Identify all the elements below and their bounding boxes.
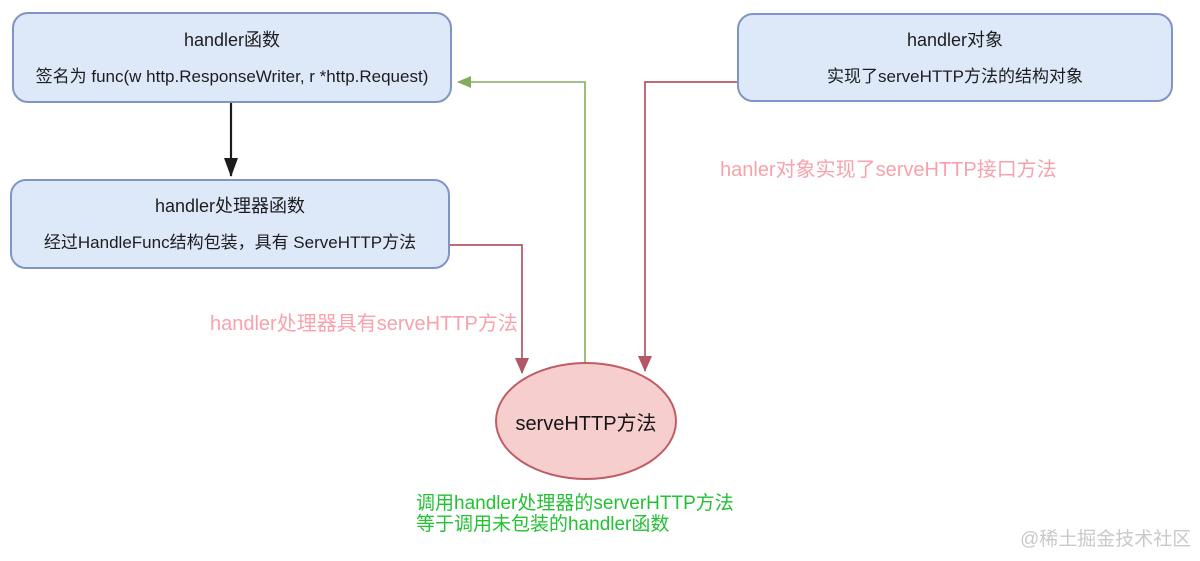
node-handler-func-title: handler函数 xyxy=(183,29,281,50)
call-note: 调用handler处理器的serverHTTP方法 等于调用未包装的handle… xyxy=(416,493,734,535)
node-handler-func-desc: 签名为 func(w http.ResponseWriter, r *http.… xyxy=(35,66,429,86)
node-handler-wrapper-desc: 经过HandleFunc结构包装，具有 ServeHTTP方法 xyxy=(43,233,417,252)
node-handler-obj: handler对象 实现了serveHTTP方法的结构对象 xyxy=(737,13,1173,102)
call-note-line1: 调用handler处理器的serverHTTP方法 xyxy=(416,493,734,514)
node-servehttp-label: serveHTTP方法 xyxy=(515,412,657,435)
node-handler-wrapper-title: handler处理器函数 xyxy=(154,196,306,216)
edge-label-obj-implements: hanler对象实现了serveHTTP接口方法 xyxy=(720,159,1057,181)
node-handler-obj-desc: 实现了serveHTTP方法的结构对象 xyxy=(827,66,1083,86)
node-servehttp-ellipse: serveHTTP方法 xyxy=(495,362,677,480)
watermark: @稀土掘金技术社区 xyxy=(1020,529,1192,550)
call-note-line2: 等于调用未包装的handler函数 xyxy=(416,514,670,535)
node-handler-obj-title: handler对象 xyxy=(906,29,1004,50)
edge-label-wrapper-has: handler处理器具有serveHTTP方法 xyxy=(210,313,518,335)
edge-obj-to-servehttp xyxy=(638,81,737,372)
node-handler-func: handler函数 签名为 func(w http.ResponseWriter… xyxy=(12,12,452,103)
node-handler-wrapper: handler处理器函数 经过HandleFunc结构包装，具有 ServeHT… xyxy=(10,179,450,269)
